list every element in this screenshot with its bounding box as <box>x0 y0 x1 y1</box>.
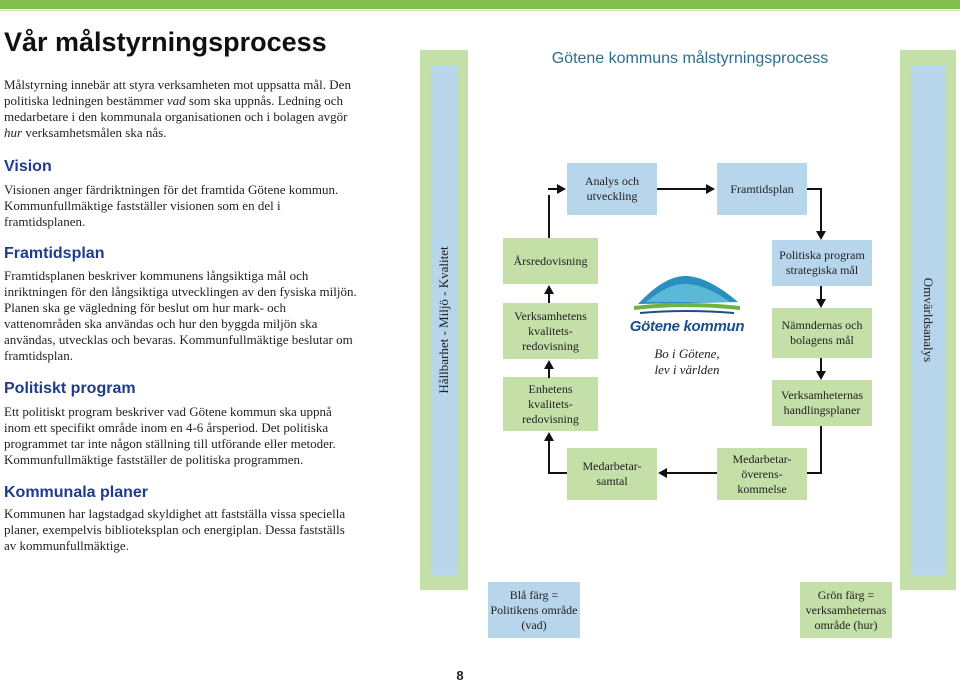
verksamheternas-handlingsplaner-box: Verksamheternas handlingsplaner <box>772 380 872 426</box>
arrow-ars-up <box>548 195 550 238</box>
logo-name: Götene kommun <box>629 318 745 335</box>
vision-text: Visionen anger färdriktningen för det fr… <box>4 182 339 229</box>
intro-part: som ska uppnås. Ledning och medarbetare … <box>4 93 348 124</box>
intro-part: Målstyrning innebär att styra verksamhet… <box>4 77 351 108</box>
arrowhead <box>544 360 554 369</box>
kommunala-planer-text: Kommunen har lagstadgad skyldighet att f… <box>4 506 346 553</box>
logo-tagline-line-2: lev i världen <box>654 362 720 377</box>
arrow-analys-to-framtidsplan <box>657 188 708 190</box>
logo-mountain-icon <box>634 275 740 314</box>
arsredovisning-box: Årsredovisning <box>503 238 598 284</box>
framtidsplan-text: Framtidsplanen beskriver kommunens långs… <box>4 268 357 363</box>
arrowhead <box>816 231 826 240</box>
arrow-right-column-descent <box>820 436 822 474</box>
logo-tagline-line-1: Bo i Götene, <box>654 346 720 361</box>
arrow-framtidsplan-down <box>820 188 822 232</box>
arrow-overens-to-samtal <box>666 472 717 474</box>
medarbetarsamtal-box: Medarbetar-samtal <box>567 448 657 500</box>
top-divider <box>0 10 960 11</box>
arrowhead <box>816 371 826 380</box>
left-frame-inner <box>431 65 457 575</box>
politiska-program-box: Politiska program strategiska mål <box>772 240 872 286</box>
arrow-framtidsplan-right <box>807 188 822 190</box>
arrow-into-analys <box>548 188 558 190</box>
politiskt-program-heading: Politiskt program <box>4 380 136 397</box>
right-frame-inner <box>911 65 945 575</box>
framtidsplan-heading: Framtidsplan <box>4 245 105 262</box>
verksamhetens-kvalitetsredovisning-box: Verksamhetens kvalitets-redovisning <box>503 303 598 359</box>
arrowhead <box>544 285 554 294</box>
arrowhead <box>816 299 826 308</box>
arrow-enhet-to-verksamhet <box>548 368 550 378</box>
intro-text: Målstyrning innebär att styra verksamhet… <box>4 77 359 141</box>
framtidsplan-box: Framtidsplan <box>717 163 807 215</box>
arrowhead <box>706 184 715 194</box>
politiskt-program-text: Ett politiskt program beskriver vad Göte… <box>4 404 336 467</box>
left-frame-bar <box>420 50 468 590</box>
arrow-verksamhet-to-ars <box>548 293 550 303</box>
intro-emphasis-vad: vad <box>166 93 186 108</box>
arrow-politiska-to-namnd <box>820 286 822 300</box>
left-bar-label: Hållbarhet - Miljö - Kvalitet <box>436 246 451 394</box>
arrow-handlingsplaner-down <box>820 426 822 438</box>
arrow-into-overenskommelse <box>807 472 821 474</box>
legend-green: Grön färg = verksamheternas område (hur) <box>800 582 892 638</box>
arrowhead <box>557 184 566 194</box>
gotene-kommun-logo: Götene kommun Bo i Götene, lev i världen <box>626 262 748 382</box>
right-bar-label: Omvärldsanalys <box>921 277 936 363</box>
logo-tagline: Bo i Götene, lev i världen <box>626 346 748 378</box>
arrow-samtal-left <box>548 472 567 474</box>
arrowhead <box>658 468 667 478</box>
intro-emphasis-hur: hur <box>4 125 23 140</box>
arrow-samtal-up <box>548 440 550 474</box>
namndernas-mal-box: Nämndernas och bolagens mål <box>772 308 872 358</box>
page-number: 8 <box>456 668 464 683</box>
arrowhead <box>544 432 554 441</box>
diagram-title: Götene kommuns målstyrningsprocess <box>551 50 829 67</box>
page-title: Vår målstyrningsprocess <box>4 27 327 57</box>
medarbetaroverenskommelse-box: Medarbetar-överens-kommelse <box>717 448 807 500</box>
kommunala-planer-heading: Kommunala planer <box>4 484 149 501</box>
enhetens-kvalitetsredovisning-box: Enhetens kvalitets-redovisning <box>503 377 598 431</box>
analys-och-utveckling-box: Analys och utveckling <box>567 163 657 215</box>
top-accent-bar <box>0 0 960 9</box>
vision-heading: Vision <box>4 158 52 175</box>
arrow-namnd-to-handlingsplaner <box>820 358 822 372</box>
right-frame-bar <box>900 50 956 590</box>
intro-part: verksamhetsmålen ska nås. <box>22 125 167 140</box>
legend-blue: Blå färg = Politikens område (vad) <box>488 582 580 638</box>
